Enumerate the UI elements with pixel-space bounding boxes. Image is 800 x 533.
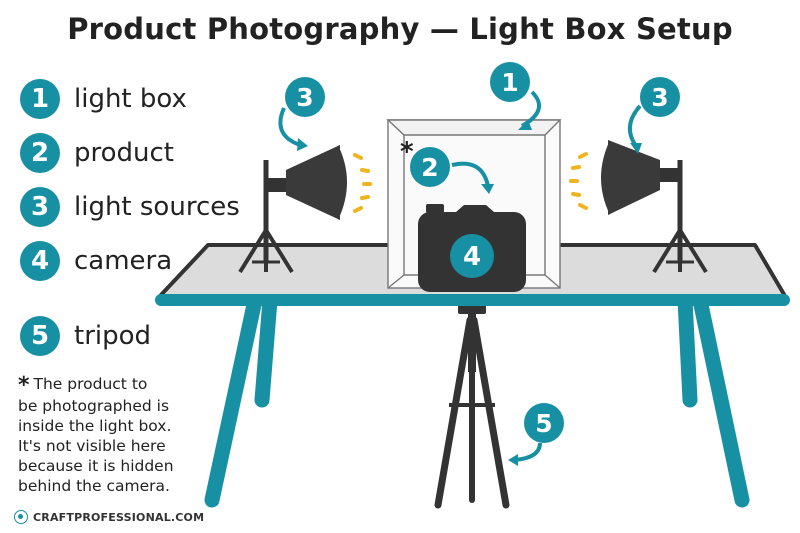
- legend-item-light-box: 1 light box: [20, 79, 187, 119]
- light-left-reflector: [338, 145, 347, 220]
- light-left-stand-leg: [264, 228, 294, 274]
- product-marker-number: 2: [421, 153, 438, 182]
- light-right-stand-leg: [652, 228, 682, 274]
- lightbox-marker: 1: [490, 62, 542, 130]
- legend-label: light sources: [74, 192, 240, 222]
- light-box-edge: [387, 274, 405, 289]
- light-right-stand-leg: [678, 228, 708, 274]
- arrowhead-icon: [630, 143, 642, 154]
- footnote-line: The product to: [33, 375, 148, 393]
- tripod-leg-right: [470, 316, 510, 509]
- light-box: [386, 119, 562, 289]
- arrowhead-icon: [297, 138, 308, 151]
- camera-marker-circle: [450, 234, 494, 278]
- product-marker-circle: [410, 147, 450, 187]
- arrowhead-icon: [518, 120, 532, 130]
- light-right-marker: 3: [628, 77, 680, 154]
- tripod-marker: 5: [508, 403, 564, 466]
- legend-label: product: [74, 138, 175, 168]
- light-right-head: [608, 140, 660, 215]
- arrowhead-icon: [481, 184, 494, 194]
- light-box-edge: [544, 274, 561, 289]
- light-left-marker-arrow: [278, 107, 301, 147]
- footnote-line: inside the light box.: [18, 417, 172, 435]
- light-right-marker-circle: [640, 77, 680, 117]
- tripod-marker-arrow: [513, 442, 542, 462]
- page-title: Product Photography — Light Box Setup: [67, 12, 733, 46]
- table-leg-front-left: [204, 292, 263, 508]
- legend-label: light box: [74, 84, 187, 114]
- product-marker-arrow: [451, 161, 490, 187]
- table-legs: [204, 292, 750, 508]
- tripod-marker-circle: [524, 403, 564, 443]
- table-leg-front-right: [692, 292, 750, 508]
- legend-badge: 3: [20, 187, 60, 227]
- light-right-marker-arrow: [628, 104, 642, 148]
- light-right-marker-number: 3: [651, 83, 668, 112]
- legend-label: camera: [74, 246, 173, 276]
- legend-label: tripod: [74, 321, 152, 351]
- table-edge: [155, 294, 790, 306]
- light-left-mount: [264, 178, 288, 192]
- light-left: [238, 145, 347, 274]
- footnote-line: be photographed is: [18, 397, 170, 415]
- footer-brand: CRAFTPROFESSIONAL.COM: [14, 510, 204, 524]
- lightbox-marker-number: 1: [501, 68, 518, 97]
- legend-item-tripod: 5 tripod: [20, 316, 151, 356]
- legend-item-product: 2 product: [20, 133, 174, 173]
- legend-badge: 2: [20, 133, 60, 173]
- light-right-reflector: [601, 140, 610, 215]
- legend-item-light-sources: 3 light sources: [20, 187, 240, 227]
- light-right: [601, 140, 708, 274]
- light-right-glow: [569, 152, 588, 210]
- tripod: [434, 300, 510, 509]
- light-left-marker: 3: [278, 77, 325, 151]
- table-leg-back-right: [677, 292, 698, 408]
- legend-item-camera: 4 camera: [20, 241, 172, 281]
- light-left-marker-circle: [285, 77, 325, 117]
- table-leg-back-left: [254, 292, 278, 408]
- arrowhead-icon: [508, 454, 518, 466]
- tripod-marker-number: 5: [535, 409, 552, 438]
- camera: 4: [418, 204, 526, 292]
- legend-badge: 4: [20, 241, 60, 281]
- light-left-marker-number: 3: [296, 83, 313, 112]
- light-right-mount: [658, 168, 682, 182]
- footnote-line: because it is hidden: [18, 457, 174, 475]
- footnote-line: It's not visible here: [18, 437, 166, 455]
- legend-badge: 5: [20, 316, 60, 356]
- legend-badge: 1: [20, 79, 60, 119]
- product-asterisk: *: [400, 137, 414, 167]
- camera-flash: [426, 204, 444, 213]
- brand-name: CRAFTPROFESSIONAL.COM: [33, 510, 205, 524]
- footnote-asterisk: *: [18, 373, 30, 398]
- camera-marker-number: 4: [463, 242, 481, 272]
- brand-logo-icon: [14, 510, 28, 524]
- light-left-stand-leg: [238, 228, 268, 274]
- light-left-glow: [353, 153, 372, 213]
- footnote-line: behind the camera.: [18, 477, 170, 495]
- product-marker: * 2: [400, 137, 494, 194]
- light-box-top-panel: [386, 119, 562, 136]
- lightbox-marker-circle: [490, 62, 530, 102]
- footnote: *The product to be photographed is insid…: [18, 374, 218, 496]
- light-left-head: [286, 145, 340, 220]
- tripod-leg-left: [434, 316, 474, 509]
- camera-prism: [456, 205, 494, 212]
